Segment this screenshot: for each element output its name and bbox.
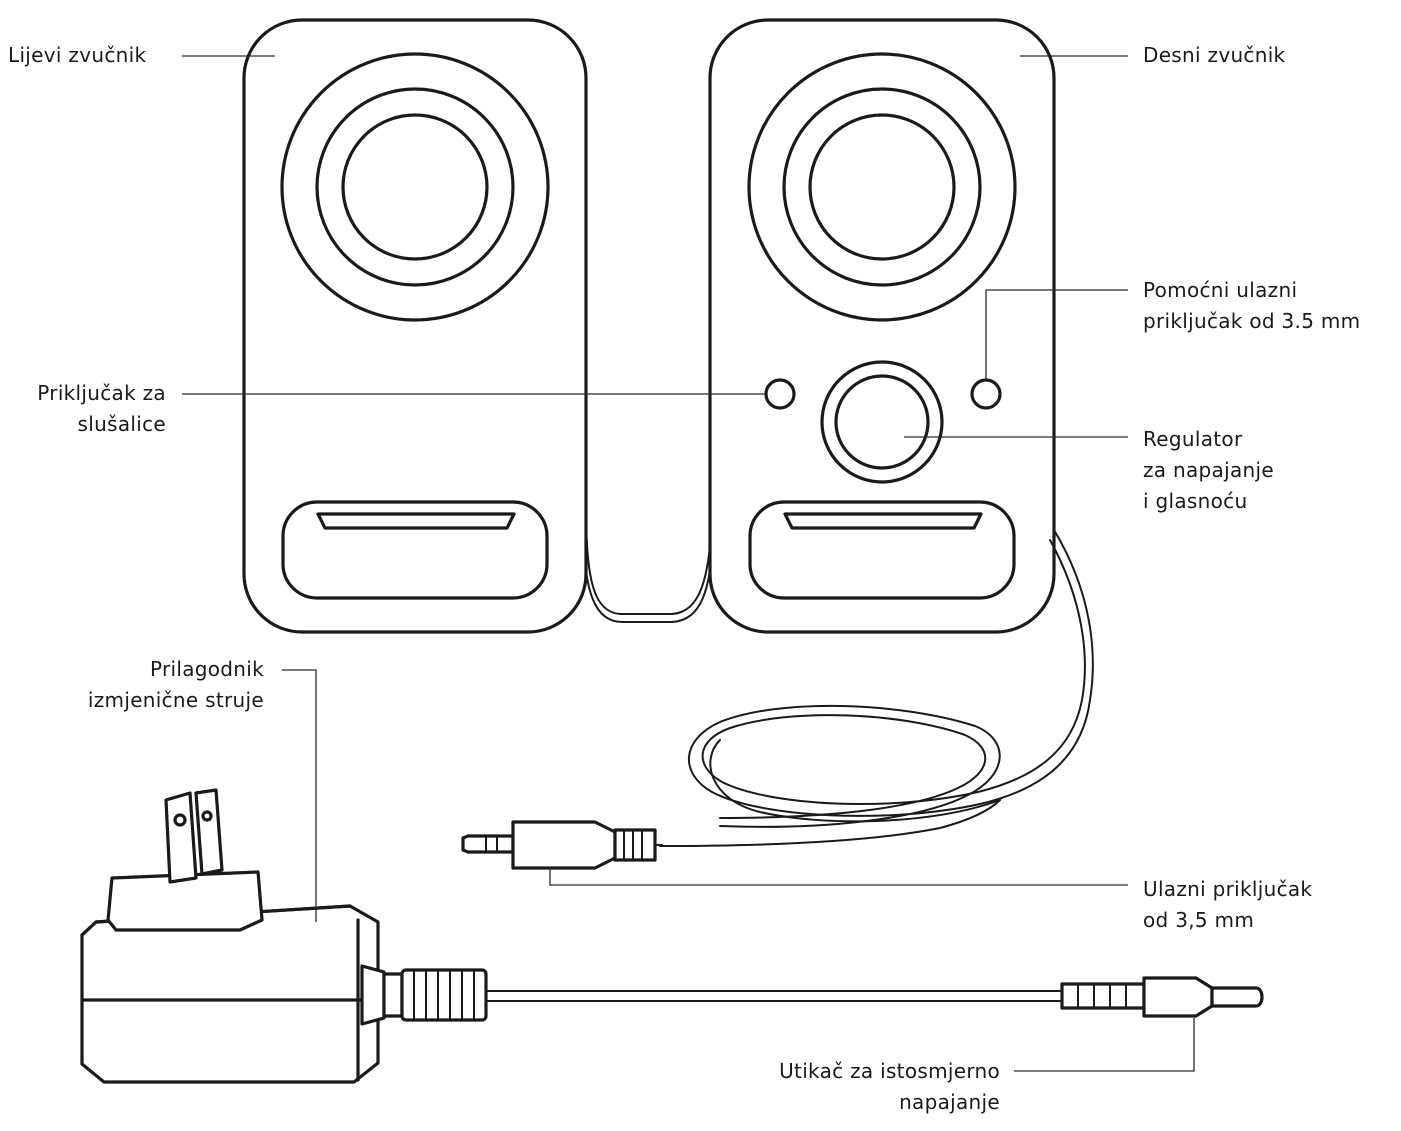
dc-cable xyxy=(360,964,1063,1026)
left-woofer-cone xyxy=(341,113,489,261)
label-power-volume-knob: Regulator za napajanje i glasnoću xyxy=(1143,427,1274,513)
ac-adapter xyxy=(80,788,380,1084)
strain-relief-ribs xyxy=(400,968,488,1022)
left-speaker xyxy=(242,18,588,634)
dc-plug xyxy=(1060,976,1264,1018)
input-jack-plug xyxy=(461,820,663,870)
plug-base xyxy=(106,870,264,932)
label-headphone-jack: Priključak za slušalice xyxy=(37,381,166,436)
label-right-speaker: Desni zvučnik xyxy=(1143,43,1286,67)
left-woofer-outer-ring xyxy=(280,52,550,322)
label-left-speaker: Lijevi zvučnik xyxy=(8,43,147,67)
label-aux-input: Pomoćni ulazni priključak od 3.5 mm xyxy=(1143,278,1361,333)
label-ac-adapter: Prilagodnik izmjenične struje xyxy=(87,657,264,712)
speaker-link-cable xyxy=(582,524,715,623)
left-bass-port xyxy=(281,500,549,600)
right-speaker xyxy=(708,18,1056,634)
right-woofer-outer-ring xyxy=(747,52,1017,322)
plug-prong-back xyxy=(194,788,224,876)
right-bass-port xyxy=(748,500,1016,600)
label-dc-plug: Utikač za istosmjerno napajanje xyxy=(779,1059,1000,1114)
right-woofer-cone xyxy=(808,113,956,261)
plug-prong-front xyxy=(164,791,198,884)
leader-lines xyxy=(182,55,1195,1072)
power-volume-knob xyxy=(820,360,944,484)
audio-cable xyxy=(659,529,1094,847)
label-input-jack: Ulazni priključak od 3,5 mm xyxy=(1143,877,1313,932)
